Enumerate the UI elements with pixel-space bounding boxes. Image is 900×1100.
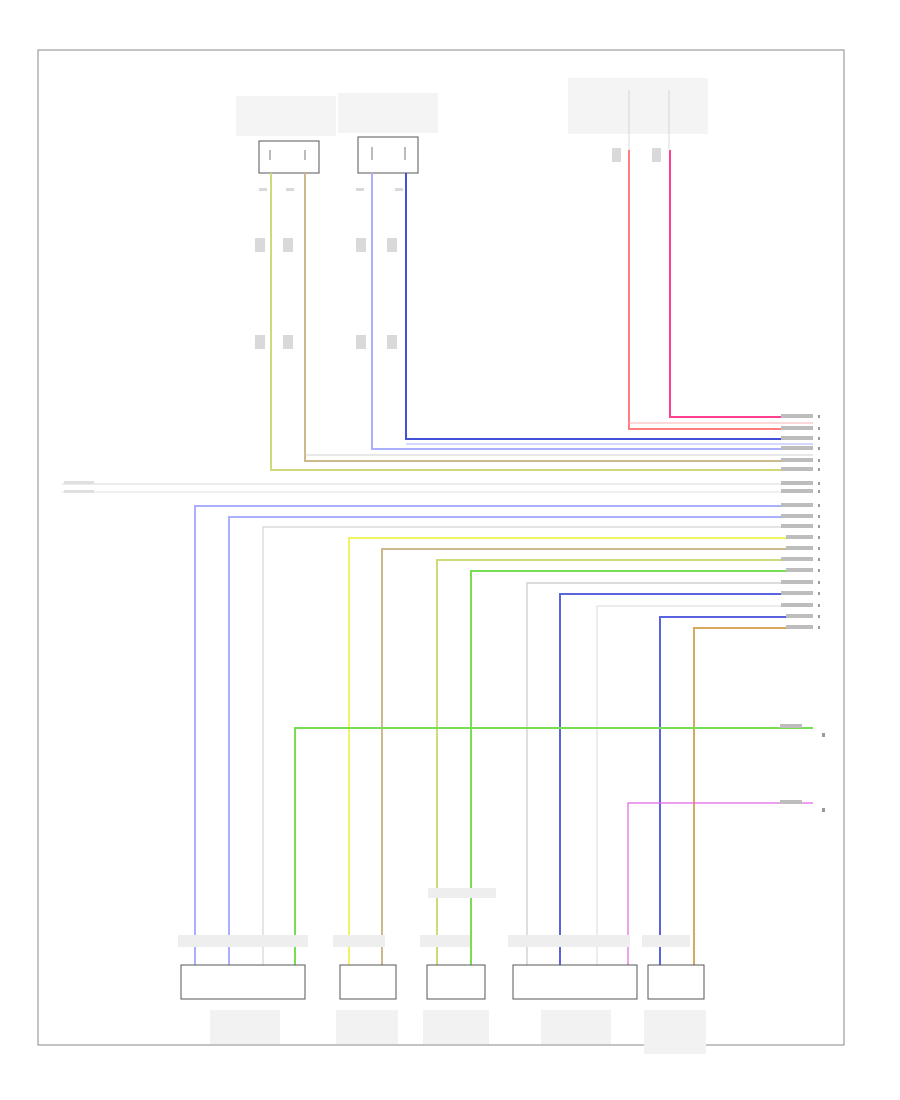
connector-right-rollover-sensor [508,935,638,1044]
connector-left-rollover-sensor [178,935,308,1044]
wire-orange-b12 [693,627,813,965]
wire-light-blue-top [371,173,813,450]
wire-blue-top [405,173,813,440]
wire-light-blue-b2 [228,516,813,965]
wires-top-group [270,150,813,471]
wire-blue-b11 [659,616,813,965]
wire-gray-b8 [526,582,813,965]
right-terminal-labels [780,414,813,804]
connector-front-right-buckle [338,93,438,174]
wire-yellow-green-b6 [436,559,813,965]
right-terminal-numbers [818,415,825,812]
wires-bottom-group [194,505,813,965]
wire-gray-b10 [596,605,813,965]
wire-pink-top [669,150,813,418]
connector-right-front-impact-sensor [642,935,706,1054]
diagram-frame [37,49,845,1046]
wire-green-b7 [470,570,813,965]
connector-fuse-block-top-right [568,78,708,150]
wire-tan-top [304,173,813,462]
top-wire-label-marks [255,148,661,349]
wire-gray-b3 [262,526,813,965]
wires-left-stubs [62,481,813,493]
wire-yellow-b4 [348,537,813,965]
wire-red-top [628,150,813,430]
wire-blue-b9 [559,593,813,965]
wire-yellow-green-top [270,173,813,471]
connector-front-left-buckle [236,96,336,174]
wire-magenta-b14 [627,802,813,965]
wire-tan-b5 [381,548,813,965]
connector-left-front-impact-sensor [333,935,398,1044]
wire-light-blue-b1 [194,505,813,965]
wire-green-b13 [294,727,813,965]
connector-center-impact-sensor [420,888,496,1044]
